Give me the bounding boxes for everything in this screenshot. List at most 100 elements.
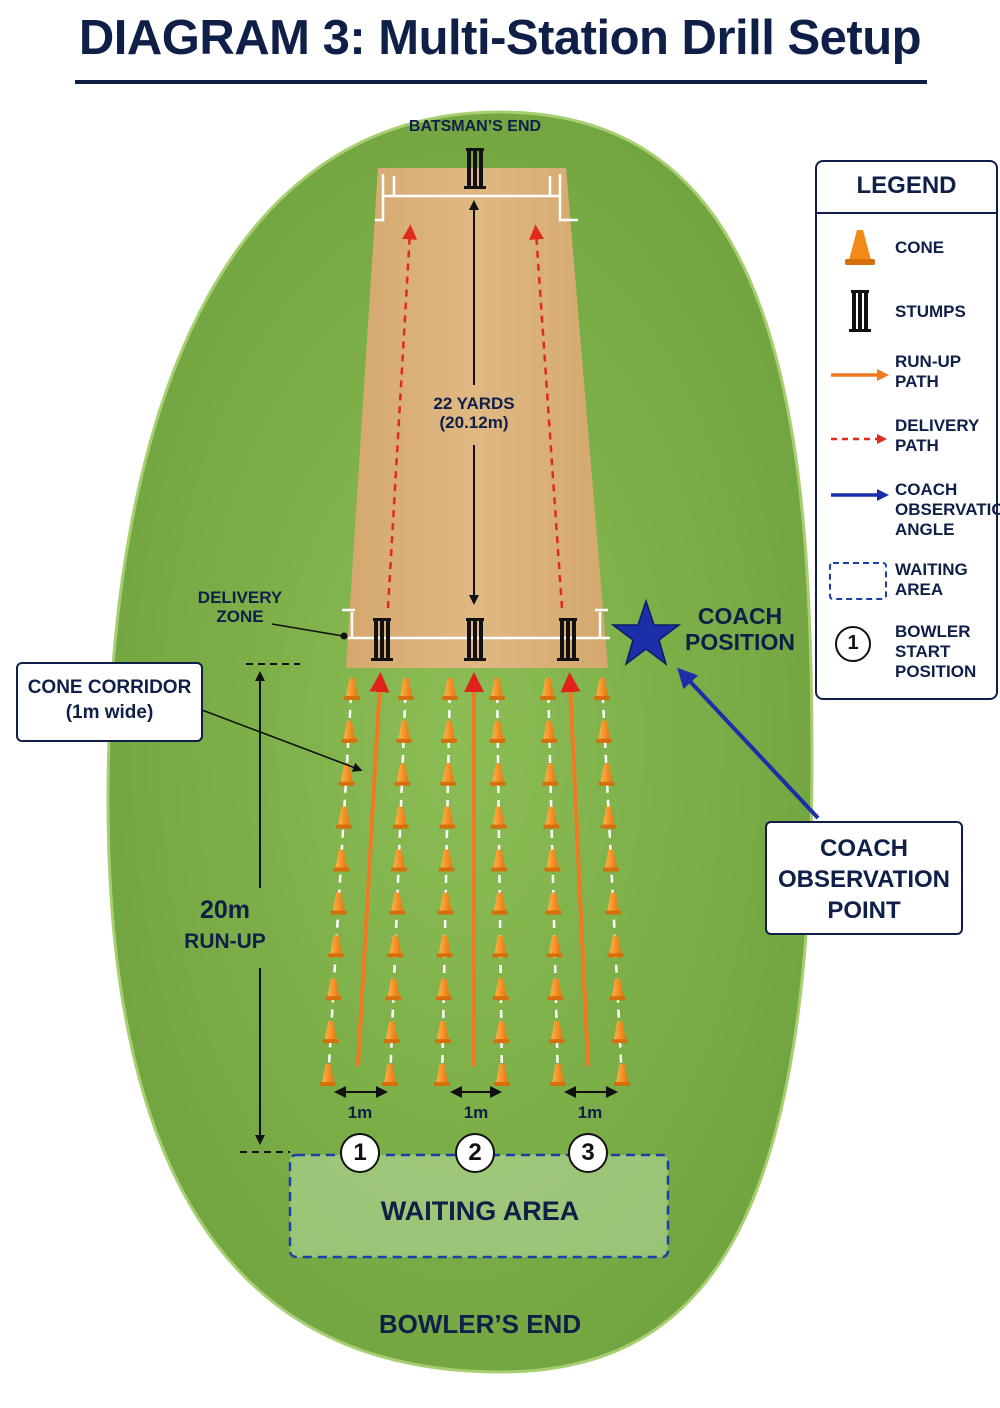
- cone-base: [600, 824, 617, 829]
- pitch-length-label: 22 YARDS (20.12m): [433, 394, 515, 433]
- legend-item-bowler-start: 1 BOWLER START POSITION: [817, 622, 996, 692]
- corridor-width-label-1: 1m: [347, 1103, 373, 1122]
- cone-icon: [327, 978, 340, 998]
- cone-icon: [438, 935, 451, 955]
- legend-item-stumps: STUMPS: [817, 286, 996, 336]
- cone-icon: [389, 935, 402, 955]
- page-title: DIAGRAM 3: Multi-Station Drill Setup: [78, 11, 922, 65]
- cone-icon: [491, 678, 503, 697]
- cone-icon: [384, 1064, 396, 1083]
- cone-base: [440, 781, 457, 786]
- cone-base: [492, 953, 509, 958]
- cone-icon: [544, 763, 557, 783]
- legend-item-coach-angle: COACH OBSERVATION ANGLE: [817, 480, 1000, 550]
- run-up-path-1: [356, 672, 390, 1067]
- cone-icon: [338, 806, 350, 826]
- cone-base: [546, 953, 563, 958]
- stumps-station-1: [371, 618, 393, 661]
- cone-base: [602, 867, 619, 872]
- cone-icon: [543, 720, 556, 740]
- stumps-station-3: [557, 618, 579, 661]
- bowler-start-marker-1: 1: [340, 1133, 380, 1173]
- stumps-batsman: [464, 148, 486, 189]
- cone-base: [614, 1082, 630, 1086]
- coach-star-icon: [610, 598, 682, 666]
- bowlers-end-label: BOWLER’S END: [378, 1309, 582, 1339]
- cone-base: [436, 953, 453, 958]
- waiting-area-label: WAITING AREA: [380, 1196, 580, 1226]
- cone-icon: [340, 763, 353, 783]
- corridor-guides: [326, 679, 624, 1083]
- cone-base: [322, 1039, 339, 1044]
- legend-item-cone: CONE: [817, 224, 996, 274]
- cone-base: [390, 867, 407, 872]
- cone-base: [441, 738, 458, 743]
- cone-icon: [439, 892, 452, 912]
- cone-icon: [545, 806, 558, 826]
- cone-base: [392, 824, 409, 829]
- coach-observation-callout: COACH OBSERVATION POINT: [765, 821, 963, 935]
- coach-arrow-icon: [831, 489, 889, 501]
- cone-icon: [845, 230, 875, 265]
- cone-corridor-leader: [201, 709, 363, 772]
- cone-icon: [400, 678, 412, 697]
- cone-base: [320, 1082, 336, 1086]
- cone-base: [490, 781, 507, 786]
- cone-icon: [491, 720, 504, 740]
- cone-icon: [437, 978, 450, 998]
- cone-icon: [322, 1064, 334, 1083]
- cone-icon: [496, 1064, 508, 1083]
- cone-icon: [444, 678, 456, 697]
- cone-base: [437, 910, 454, 915]
- cone-base: [611, 1039, 628, 1044]
- cone-icon: [441, 806, 454, 826]
- cone-base: [490, 824, 507, 829]
- cone-icon: [343, 720, 356, 740]
- cone-icon: [391, 892, 404, 912]
- cone-icon: [549, 978, 562, 998]
- cone-base: [596, 738, 613, 743]
- cone-base: [598, 781, 615, 786]
- cone-icon: [596, 678, 608, 697]
- stumps-layer: [371, 148, 579, 661]
- legend-title: LEGEND: [856, 172, 957, 199]
- field-oval: [106, 110, 814, 1374]
- cone-icon: [495, 1021, 508, 1041]
- cone-base: [550, 1082, 566, 1086]
- cone-base: [609, 996, 626, 1001]
- cone-icon: [493, 849, 506, 869]
- cone-base: [605, 910, 622, 915]
- cone-icon: [611, 978, 624, 998]
- cone-icon: [609, 935, 622, 955]
- waiting-area-icon: [829, 562, 887, 600]
- legend-item-waiting-area: WAITING AREA: [817, 560, 996, 610]
- cone-base: [387, 953, 404, 958]
- delivery-path-1: [386, 224, 418, 609]
- cone-icon: [548, 935, 561, 955]
- cone-icon: [616, 1064, 628, 1083]
- cone-base: [540, 696, 556, 700]
- cone-base: [328, 953, 344, 958]
- legend-label: WAITING AREA: [895, 560, 968, 600]
- cone-base: [382, 1082, 398, 1086]
- cones-layer: [320, 678, 630, 1086]
- run-up-measure: [240, 663, 300, 1153]
- cone-base: [398, 696, 414, 700]
- cone-base: [385, 996, 402, 1001]
- legend-label: BOWLER START POSITION: [895, 622, 977, 682]
- cone-base: [325, 996, 342, 1001]
- cone-icon: [602, 806, 615, 826]
- delivery-zone-label: DELIVERY ZONE: [197, 588, 283, 627]
- cone-base: [341, 738, 358, 743]
- cone-icon: [613, 1021, 626, 1041]
- cone-icon: [598, 720, 611, 740]
- coach-position-label: COACH POSITION: [685, 603, 795, 655]
- cone-icon: [604, 849, 617, 869]
- cone-icon: [332, 892, 345, 912]
- cone-icon: [436, 1064, 448, 1083]
- cone-icon: [600, 763, 613, 783]
- cone-icon: [546, 849, 559, 869]
- cone-icon: [493, 892, 506, 912]
- cone-icon: [550, 1021, 563, 1041]
- cone-base: [545, 910, 562, 915]
